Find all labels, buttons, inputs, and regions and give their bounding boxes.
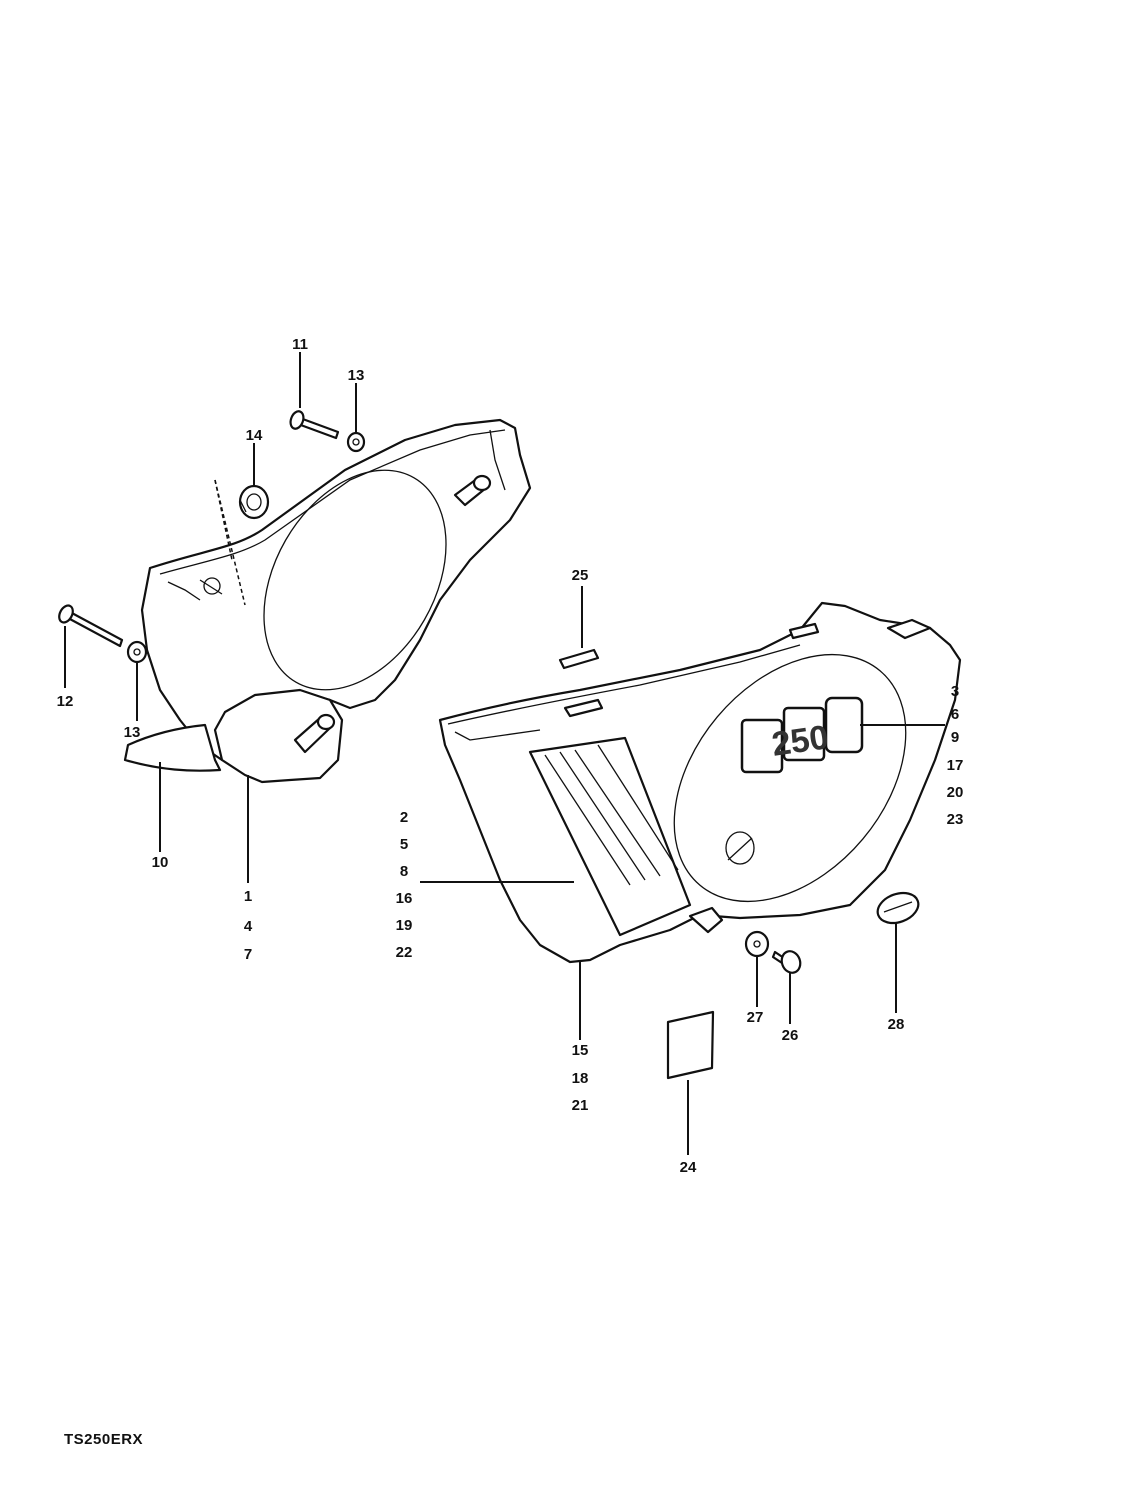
bolt-12 bbox=[58, 604, 124, 648]
callout-5: 5 bbox=[400, 836, 408, 853]
grommet-14 bbox=[238, 484, 270, 520]
left-side-cover bbox=[140, 418, 532, 784]
callout-24: 24 bbox=[680, 1159, 697, 1176]
callout-17: 17 bbox=[947, 757, 964, 774]
callout-14: 14 bbox=[246, 427, 263, 444]
callout-19: 19 bbox=[396, 917, 413, 934]
washer-13-top bbox=[346, 431, 366, 453]
callout-numbers: 11 13 14 12 13 10 1 4 7 25 2 5 8 16 19 2… bbox=[57, 336, 964, 1176]
callout-11: 11 bbox=[292, 336, 308, 353]
callout-22: 22 bbox=[396, 944, 413, 961]
screw-26 bbox=[771, 950, 802, 974]
callout-7: 7 bbox=[244, 946, 252, 963]
callout-25: 25 bbox=[572, 567, 589, 584]
washer-27 bbox=[744, 930, 770, 958]
logo-mark bbox=[725, 831, 755, 865]
callout-1: 1 bbox=[244, 888, 252, 905]
callout-23: 23 bbox=[947, 811, 964, 828]
pad-24 bbox=[666, 1010, 715, 1080]
model-code: TS250ERX bbox=[64, 1431, 144, 1448]
callout-16: 16 bbox=[396, 890, 413, 907]
callout-13-top: 13 bbox=[348, 367, 365, 384]
callout-8: 8 bbox=[400, 863, 408, 880]
callout-15: 15 bbox=[572, 1042, 589, 1059]
callout-27: 27 bbox=[747, 1009, 764, 1026]
bolt-11 bbox=[289, 410, 340, 440]
callout-10: 10 bbox=[152, 854, 169, 871]
emblem-text: 250 bbox=[769, 718, 830, 764]
model-emblem: 250 bbox=[740, 696, 864, 774]
clip-25 bbox=[558, 648, 600, 670]
right-side-cover: 250 bbox=[438, 601, 962, 964]
callout-9: 9 bbox=[951, 729, 959, 746]
callout-26: 26 bbox=[782, 1027, 799, 1044]
callout-2: 2 bbox=[400, 809, 408, 826]
callout-28: 28 bbox=[888, 1016, 905, 1033]
callout-20: 20 bbox=[947, 784, 964, 801]
callout-18: 18 bbox=[572, 1070, 589, 1087]
callout-13-left: 13 bbox=[124, 724, 141, 741]
washer-13-left bbox=[126, 640, 148, 664]
callout-4: 4 bbox=[244, 918, 253, 935]
leader-lines bbox=[64, 352, 945, 1155]
callout-21: 21 bbox=[572, 1097, 589, 1114]
label-28 bbox=[876, 891, 920, 925]
callout-3: 3 bbox=[951, 683, 959, 700]
callout-6: 6 bbox=[951, 706, 959, 723]
callout-12: 12 bbox=[57, 693, 74, 710]
lower-trim bbox=[123, 723, 222, 772]
